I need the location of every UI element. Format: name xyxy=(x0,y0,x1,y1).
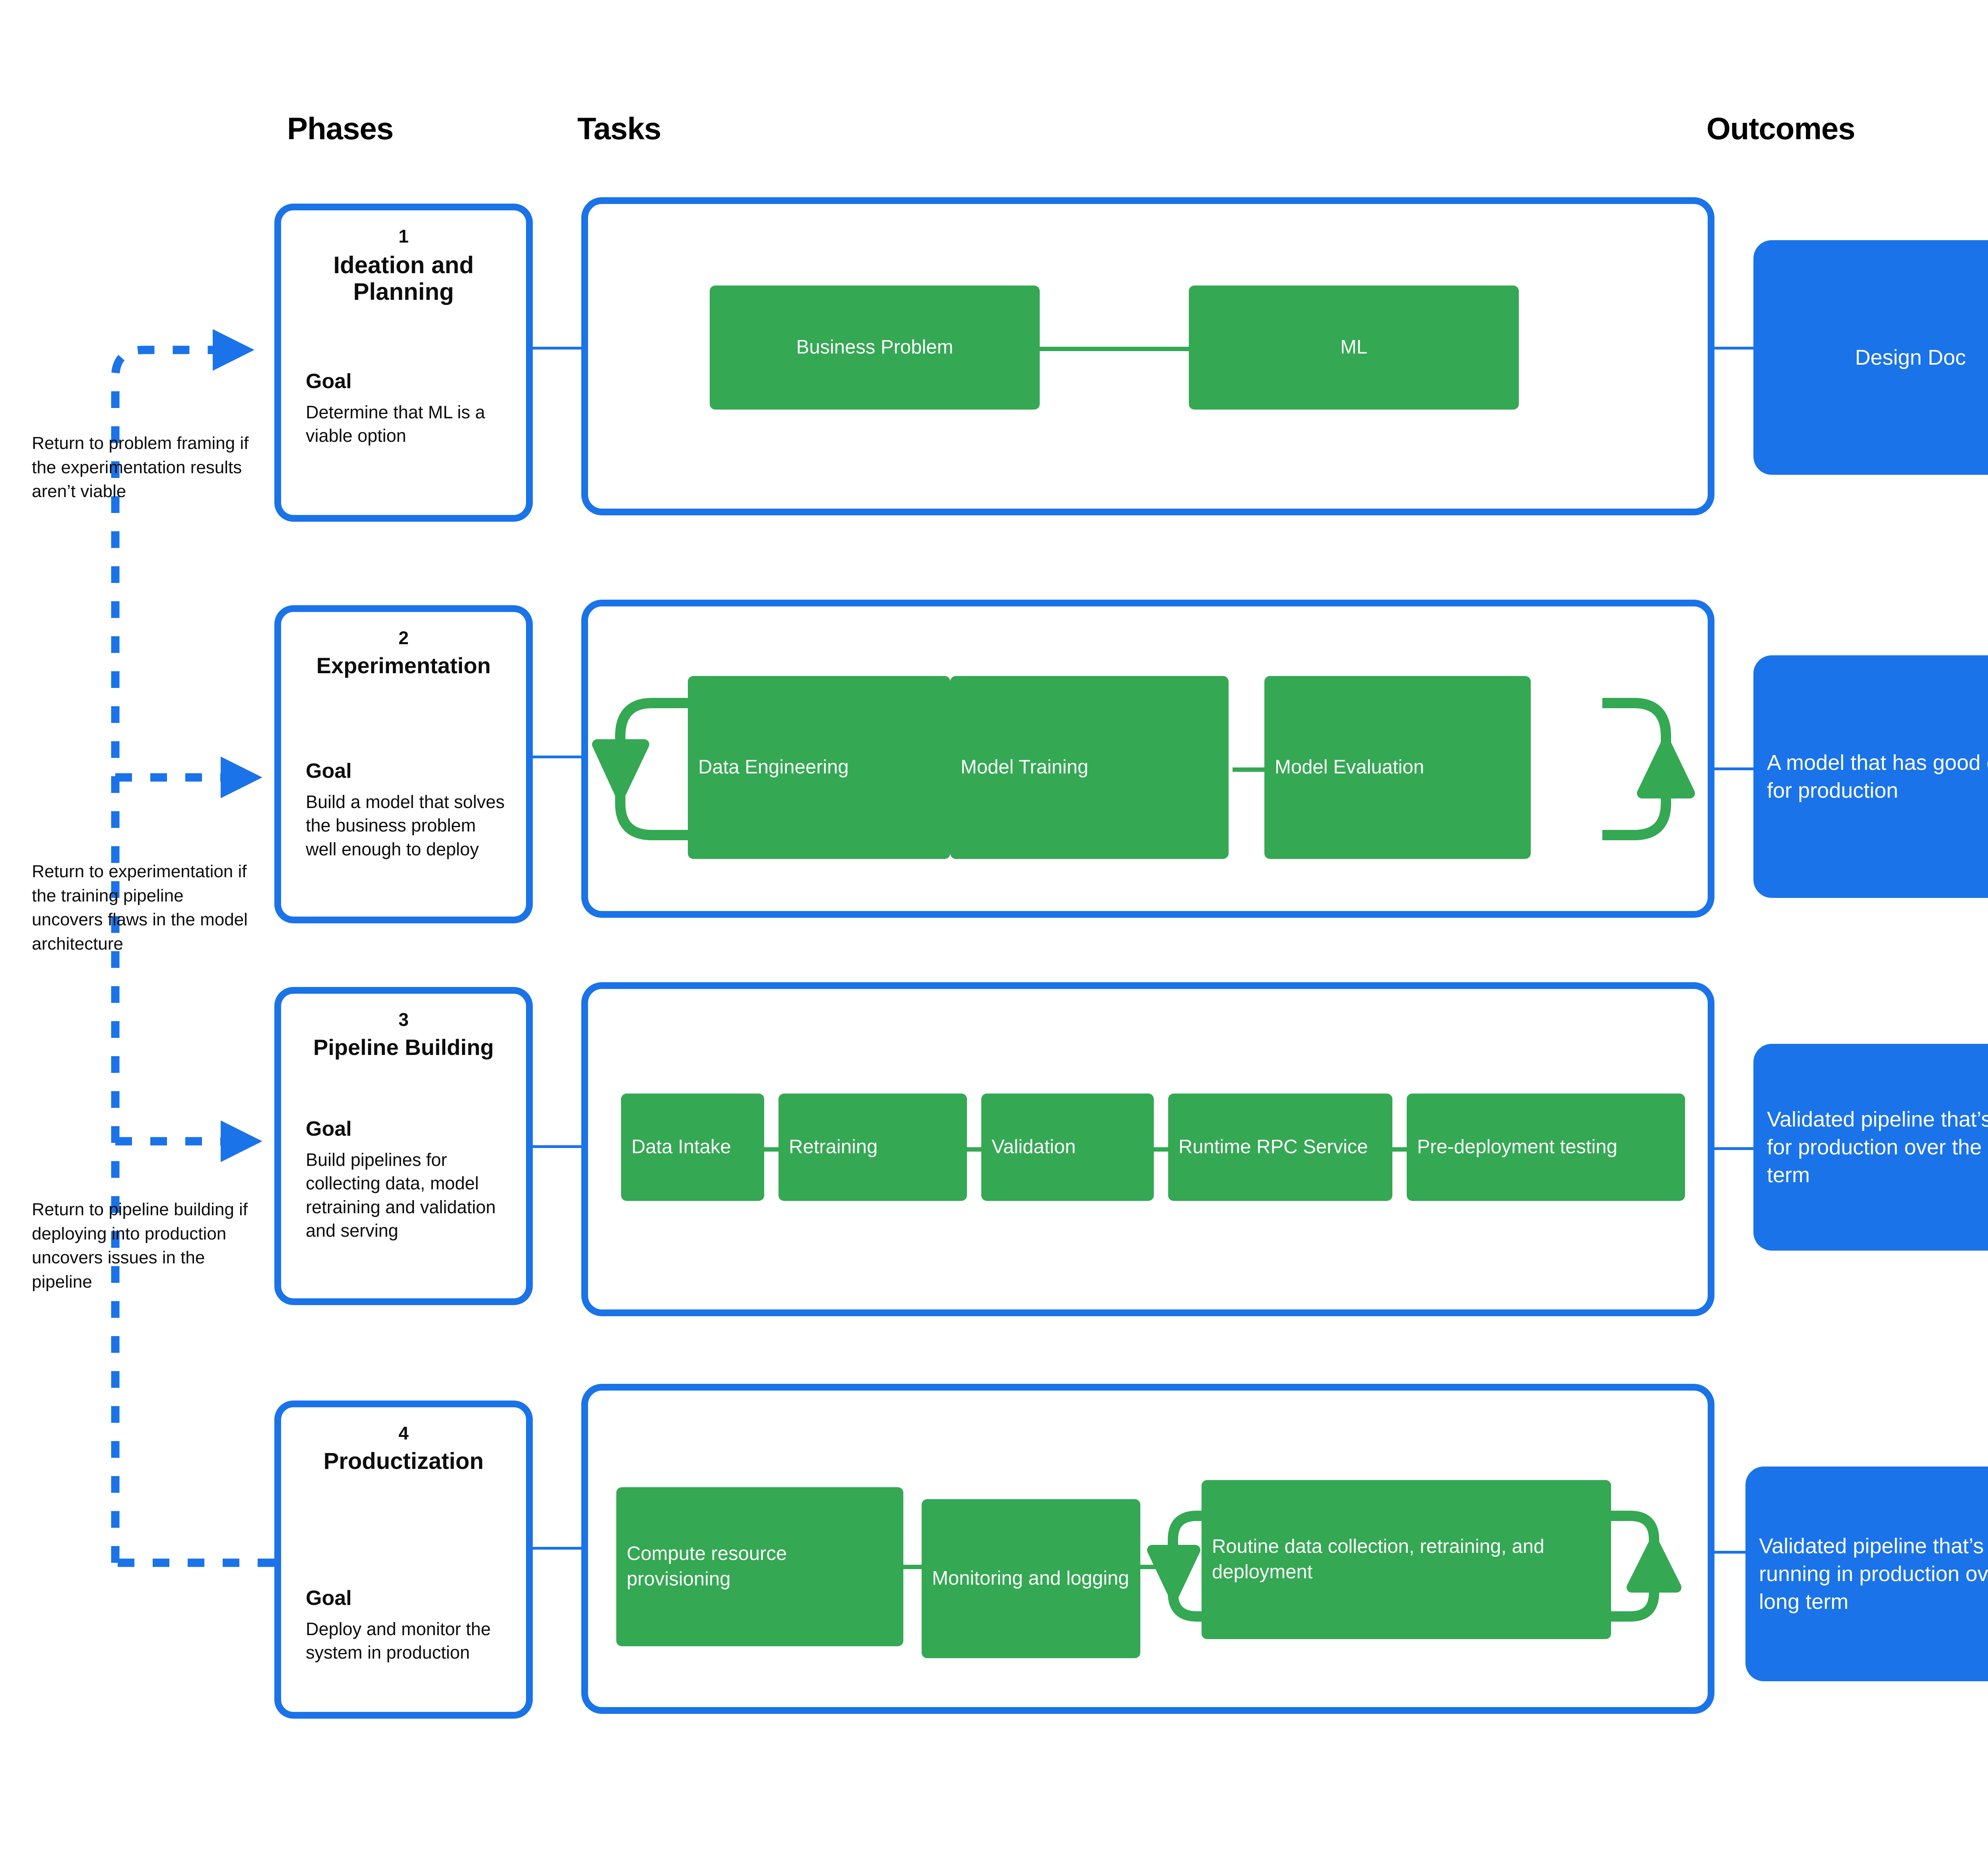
task-box-ml[interactable]: ML xyxy=(1189,286,1519,410)
phase-goal-label: Goal xyxy=(306,760,352,783)
task-box-monitoring-and-logging[interactable]: Monitoring and logging xyxy=(922,1499,1140,1658)
task-box-validation[interactable]: Validation xyxy=(981,1094,1154,1201)
outcome-box-validated-pipeline-running[interactable]: Validated pipeline that’s running in pro… xyxy=(1745,1467,1988,1681)
task-box-model-evaluation[interactable]: Model Evaluation xyxy=(1264,676,1531,859)
phase-card-4[interactable]: 4 Productization Goal Deploy and monitor… xyxy=(274,1401,533,1719)
connector-intake-retraining xyxy=(763,1147,779,1152)
phase-goal-text: Build a model that solves the business p… xyxy=(306,792,505,859)
phase-card-3[interactable]: 3 Pipeline Building Goal Build pipelines… xyxy=(274,987,533,1305)
connector-runtime-predeploy xyxy=(1392,1147,1408,1152)
connector-phase4-to-tasks xyxy=(533,1547,584,1550)
connector-phase2-to-tasks xyxy=(533,756,584,758)
phase-goal-label: Goal xyxy=(306,1117,352,1140)
task-box-runtime-rpc-service[interactable]: Runtime RPC Service xyxy=(1168,1094,1392,1201)
phase-goal-text: Build pipelines for collecting data, mod… xyxy=(306,1150,496,1241)
outcome-box-model-quality[interactable]: A model that has good quality for produc… xyxy=(1753,655,1988,898)
connector-monitoring-routine xyxy=(1139,1565,1163,1569)
column-header-tasks: Tasks xyxy=(577,111,661,146)
connector-tasks1-to-outcome1 xyxy=(1710,347,1761,350)
task-box-data-intake[interactable]: Data Intake xyxy=(621,1094,764,1201)
connector-business-problem-to-ml xyxy=(1034,347,1193,351)
phase-goal-label: Goal xyxy=(306,370,352,393)
phase-number: 2 xyxy=(398,627,409,648)
task-box-retraining[interactable]: Retraining xyxy=(779,1094,967,1201)
phase-goal-text: Determine that ML is a viable option xyxy=(306,402,485,446)
connector-retraining-validation xyxy=(966,1147,982,1152)
connector-compute-monitoring xyxy=(903,1565,922,1569)
task-box-business-problem[interactable]: Business Problem xyxy=(710,286,1040,410)
phase-title: Ideation and Planning xyxy=(333,252,474,305)
task-box-compute-resource-provisioning[interactable]: Compute resource provisioning xyxy=(616,1487,903,1646)
connector-model-training-to-model-eval xyxy=(1233,767,1264,772)
phase-number: 4 xyxy=(398,1423,409,1443)
phase-title: Experimentation xyxy=(316,653,491,678)
phase-number: 3 xyxy=(398,1009,409,1030)
phase-goal-text: Deploy and monitor the system in product… xyxy=(306,1619,491,1663)
task-box-model-training[interactable]: Model Training xyxy=(950,676,1229,859)
phase-card-2[interactable]: 2 Experimentation Goal Build a model tha… xyxy=(274,605,533,923)
task-box-pre-deployment-testing[interactable]: Pre-deployment testing xyxy=(1407,1094,1685,1201)
phase-title: Pipeline Building xyxy=(313,1035,494,1060)
column-header-phases: Phases xyxy=(287,111,394,146)
return-note-experimentation: Return to experimentation if the trainin… xyxy=(32,862,248,954)
phase-card-1[interactable]: 1 Ideation and Planning Goal Determine t… xyxy=(274,204,533,522)
connector-tasks2-to-outcome2 xyxy=(1710,767,1761,770)
task-box-data-engineering[interactable]: Data Engineering xyxy=(688,676,950,859)
phase-goal-label: Goal xyxy=(306,1587,352,1610)
connector-tasks4-to-outcome4 xyxy=(1710,1551,1761,1554)
return-note-problem-framing: Return to problem framing if the experim… xyxy=(32,433,249,501)
connector-phase3-to-tasks xyxy=(533,1145,584,1148)
outcome-box-validated-pipeline-ready[interactable]: Validated pipeline that’s ready for prod… xyxy=(1753,1044,1988,1251)
phase-number: 1 xyxy=(398,226,409,247)
task-box-routine-data-collection[interactable]: Routine data collection, retraining, and… xyxy=(1202,1480,1611,1639)
column-header-outcomes: Outcomes xyxy=(1706,111,1855,146)
connector-phase1-to-tasks xyxy=(533,347,584,350)
return-note-pipeline-building: Return to pipeline building if deploying… xyxy=(32,1200,248,1292)
connector-validation-runtime xyxy=(1153,1147,1169,1152)
phase-title: Productization xyxy=(323,1448,484,1474)
outcome-box-design-doc[interactable]: Design Doc xyxy=(1753,240,1988,475)
connector-tasks3-to-outcome3 xyxy=(1710,1147,1761,1150)
